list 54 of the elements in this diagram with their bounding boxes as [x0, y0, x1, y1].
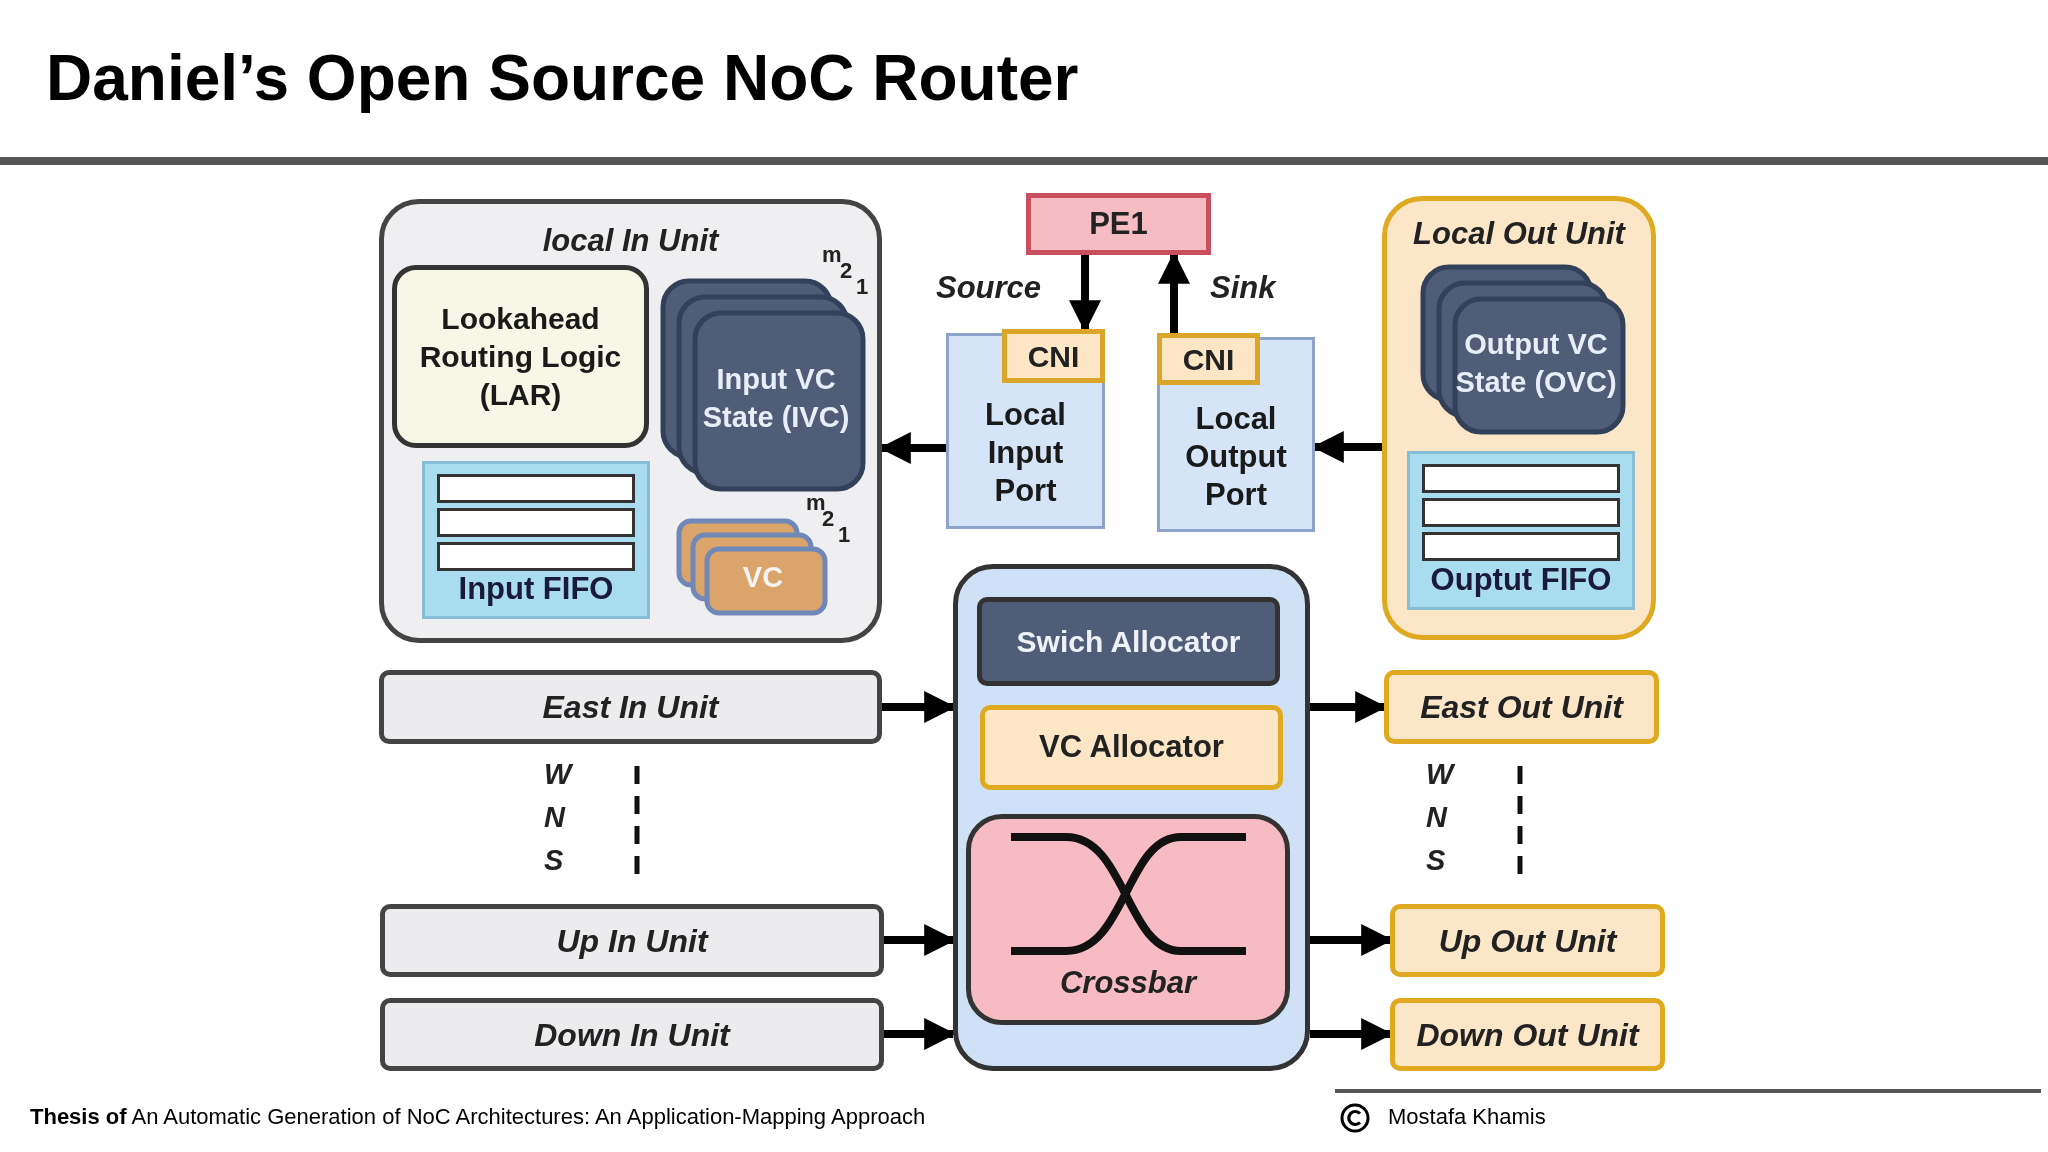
- direction-label: N: [1426, 803, 1447, 832]
- logic-block: [392, 265, 649, 448]
- input-unit-bar: [380, 904, 884, 977]
- input-unit-bar: [380, 998, 884, 1071]
- unit-panel: [1382, 196, 1656, 640]
- block-label: Lookahead Routing Logic (LAR): [418, 300, 623, 413]
- block-label: Local Out Unit: [1413, 215, 1625, 253]
- block-label: Down Out Unit: [1416, 1015, 1639, 1055]
- block-label: East Out Unit: [1420, 688, 1623, 727]
- stacked-state-cards: [660, 278, 866, 492]
- interface-box: [1002, 329, 1105, 383]
- block-label: PE1: [1089, 204, 1148, 243]
- block-label: VC Allocator: [1039, 728, 1224, 767]
- output-unit-bar: [1390, 998, 1665, 1071]
- unit-panel: [379, 199, 882, 643]
- fifo-buffer: [1407, 451, 1635, 610]
- router-core-panel: [953, 564, 1310, 1071]
- block-label: VC: [741, 560, 785, 596]
- stack-index: 1: [856, 276, 869, 298]
- block-label: Local Input Port: [984, 396, 1067, 510]
- block-label: CNI: [1182, 341, 1235, 378]
- crossbar-block: [966, 814, 1290, 1025]
- block-label: CNI: [1027, 338, 1080, 375]
- block-label: East In Unit: [542, 688, 719, 727]
- block-label: Up In Unit: [556, 921, 708, 961]
- block-label: Input VC State (IVC): [701, 362, 851, 435]
- allocator-box: [980, 705, 1283, 790]
- block-label: Local Output Port: [1184, 400, 1288, 514]
- stack-index: 2: [840, 260, 853, 282]
- author-name: Mostafa Khamis: [1388, 1106, 1546, 1128]
- block-label: Ouptut FIFO: [1430, 560, 1612, 599]
- block-label: Input FIFO: [458, 569, 614, 608]
- stack-index: m: [822, 244, 842, 266]
- stack-index: 1: [838, 524, 851, 546]
- block-label: Swich Allocator: [1016, 623, 1241, 660]
- output-unit-bar: [1390, 904, 1665, 977]
- block-label: Crossbar: [1059, 963, 1197, 1002]
- footer-note: Thesis of An Automatic Generation of NoC Architectures: An Application-Mapping Approach: [30, 1106, 926, 1128]
- direction-label: S: [1426, 846, 1446, 875]
- stacked-state-cards: [1420, 264, 1626, 435]
- direction-label: N: [544, 803, 565, 832]
- allocator-box: [977, 597, 1280, 686]
- direction-label: W: [544, 760, 572, 789]
- output-unit-bar: [1384, 670, 1659, 744]
- processing-element-box: [1026, 193, 1211, 255]
- block-label: Down In Unit: [534, 1015, 730, 1055]
- fifo-buffer: [422, 461, 650, 619]
- block-label: Output VC State (OVC): [1454, 326, 1618, 400]
- direction-label: S: [544, 846, 564, 875]
- block-label: local In Unit: [542, 222, 719, 260]
- input-unit-bar: [379, 670, 882, 744]
- block-label: Up Out Unit: [1438, 921, 1617, 961]
- direction-label: W: [1426, 760, 1454, 789]
- interface-box: [1157, 333, 1260, 385]
